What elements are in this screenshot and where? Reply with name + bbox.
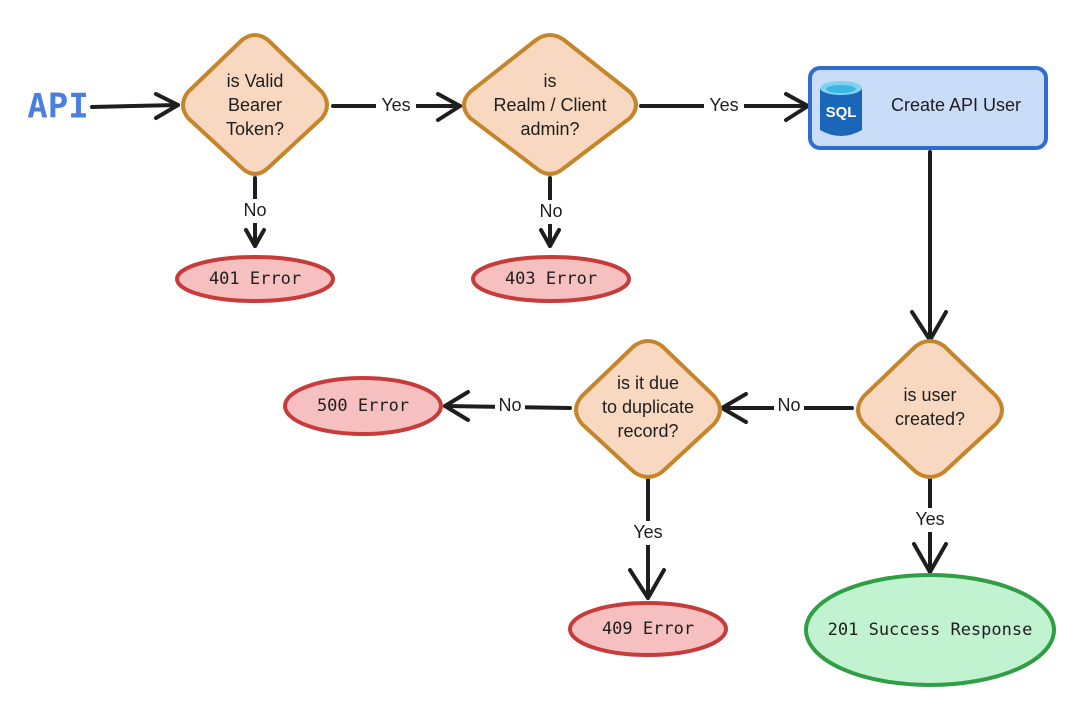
svg-text:401 Error: 401 Error <box>209 269 301 289</box>
svg-text:is Valid: is Valid <box>227 71 284 91</box>
svg-text:is it due: is it due <box>617 373 679 393</box>
svg-text:Bearer: Bearer <box>228 95 282 115</box>
svg-text:record?: record? <box>617 421 678 441</box>
edge-label-bearer-no: No <box>243 200 266 220</box>
svg-text:409 Error: 409 Error <box>602 619 694 639</box>
edge-label-created-yes: Yes <box>915 509 944 529</box>
edge-label-admin-no: No <box>539 201 562 221</box>
outcome-401-error: 401 Error <box>175 255 335 303</box>
svg-text:403 Error: 403 Error <box>505 269 597 289</box>
api-entry-label: API <box>27 87 88 127</box>
svg-text:Realm / Client: Realm / Client <box>493 95 606 115</box>
edge-label-created-no: No <box>777 395 800 415</box>
svg-text:Create API User: Create API User <box>891 95 1021 115</box>
outcome-500-error: 500 Error <box>283 376 443 436</box>
edge-label-admin-yes: Yes <box>709 95 738 115</box>
arrow-api-to-bearer <box>90 92 180 120</box>
edge-label-bearer-yes: Yes <box>381 95 410 115</box>
decision-realm-client-admin: is Realm / Client admin? <box>462 33 638 176</box>
svg-text:to duplicate: to duplicate <box>602 397 694 417</box>
process-create-api-user: SQL Create API User <box>808 66 1048 150</box>
svg-text:is: is <box>544 71 557 91</box>
decision-duplicate-record: is it due to duplicate record? <box>574 339 722 479</box>
svg-text:admin?: admin? <box>520 119 579 139</box>
edge-label-duplicate-yes: Yes <box>633 522 662 542</box>
outcome-403-error: 403 Error <box>471 255 631 303</box>
svg-text:SQL: SQL <box>826 104 857 121</box>
svg-text:created?: created? <box>895 409 965 429</box>
edge-label-duplicate-no: No <box>498 395 521 415</box>
outcome-201-success: 201 Success Response <box>804 573 1056 687</box>
decision-user-created: is user created? <box>856 339 1004 479</box>
outcome-409-error: 409 Error <box>568 601 728 657</box>
arrows <box>90 92 948 600</box>
svg-text:is user: is user <box>903 385 956 405</box>
svg-text:500 Error: 500 Error <box>317 396 409 416</box>
sql-database-icon: SQL <box>820 81 862 136</box>
arrow-create-to-created <box>910 150 948 342</box>
svg-text:Token?: Token? <box>226 119 284 139</box>
decision-valid-bearer-token: is Valid Bearer Token? <box>181 33 329 176</box>
svg-text:201 Success Response: 201 Success Response <box>828 620 1033 640</box>
